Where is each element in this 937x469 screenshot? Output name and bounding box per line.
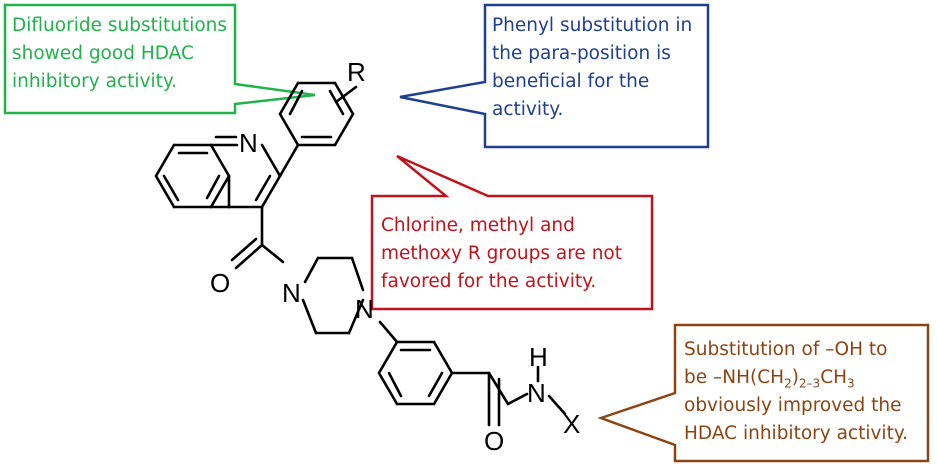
amide-hydrogen-label: H [529,342,548,372]
formula-part: be –NH(CH [684,367,785,388]
brown-callout-box [597,323,930,463]
formula-subscript: 3 [847,376,855,391]
green-callout-box [3,3,316,115]
carbonyl-oxygen-2-label: O [484,426,504,456]
x-group-label: X [563,409,580,439]
brown-callout-line: HDAC inhibitory activity. [684,423,909,444]
formula-subscript: 2 [784,376,792,391]
red-callout-box [370,154,654,311]
brown-callout-text: Substitution of –OH to be –NH(CH2)2–3CH3… [684,336,908,448]
carbonyl-oxygen-1-label: O [210,268,230,298]
blue-callout-line: beneficial for the [492,71,650,92]
red-callout-line: methoxy R groups are not [381,243,622,264]
green-callout-line: showed good HDAC [12,43,194,64]
brown-callout-line: obviously improved the [684,395,902,416]
red-callout-text: Chlorine, methyl and methoxy R groups ar… [381,212,622,296]
blue-callout-text: Phenyl substitution in the para-position… [492,12,692,124]
formula-part: ) [791,367,799,388]
formula-part: CH [820,367,848,388]
amide-nitrogen-label: N [527,378,546,408]
green-callout-line: Difluoride substitutions [12,15,228,36]
molecule-structure [154,81,567,427]
green-callout-line: inhibitory activity. [12,71,178,92]
blue-callout-box [399,3,710,149]
piperazine-nitrogen-1-label: N [282,278,301,308]
piperazine-nitrogen-2-label: N [355,294,374,324]
r-group-label: R [347,57,366,87]
blue-callout-line: the para-position is [492,43,671,64]
quinoline-nitrogen-label: N [239,128,258,158]
brown-callout-line: be –NH(CH2)2–3CH3 [684,364,908,392]
brown-callout-line: Substitution of –OH to [684,339,888,360]
red-callout-line: favored for the activity. [381,271,597,292]
blue-callout-line: activity. [492,99,564,120]
blue-callout-line: Phenyl substitution in [492,15,693,36]
red-callout-line: Chlorine, methyl and [381,215,575,236]
green-callout-text: Difluoride substitutions showed good HDA… [12,12,227,96]
formula-subscript: 2–3 [798,376,821,391]
